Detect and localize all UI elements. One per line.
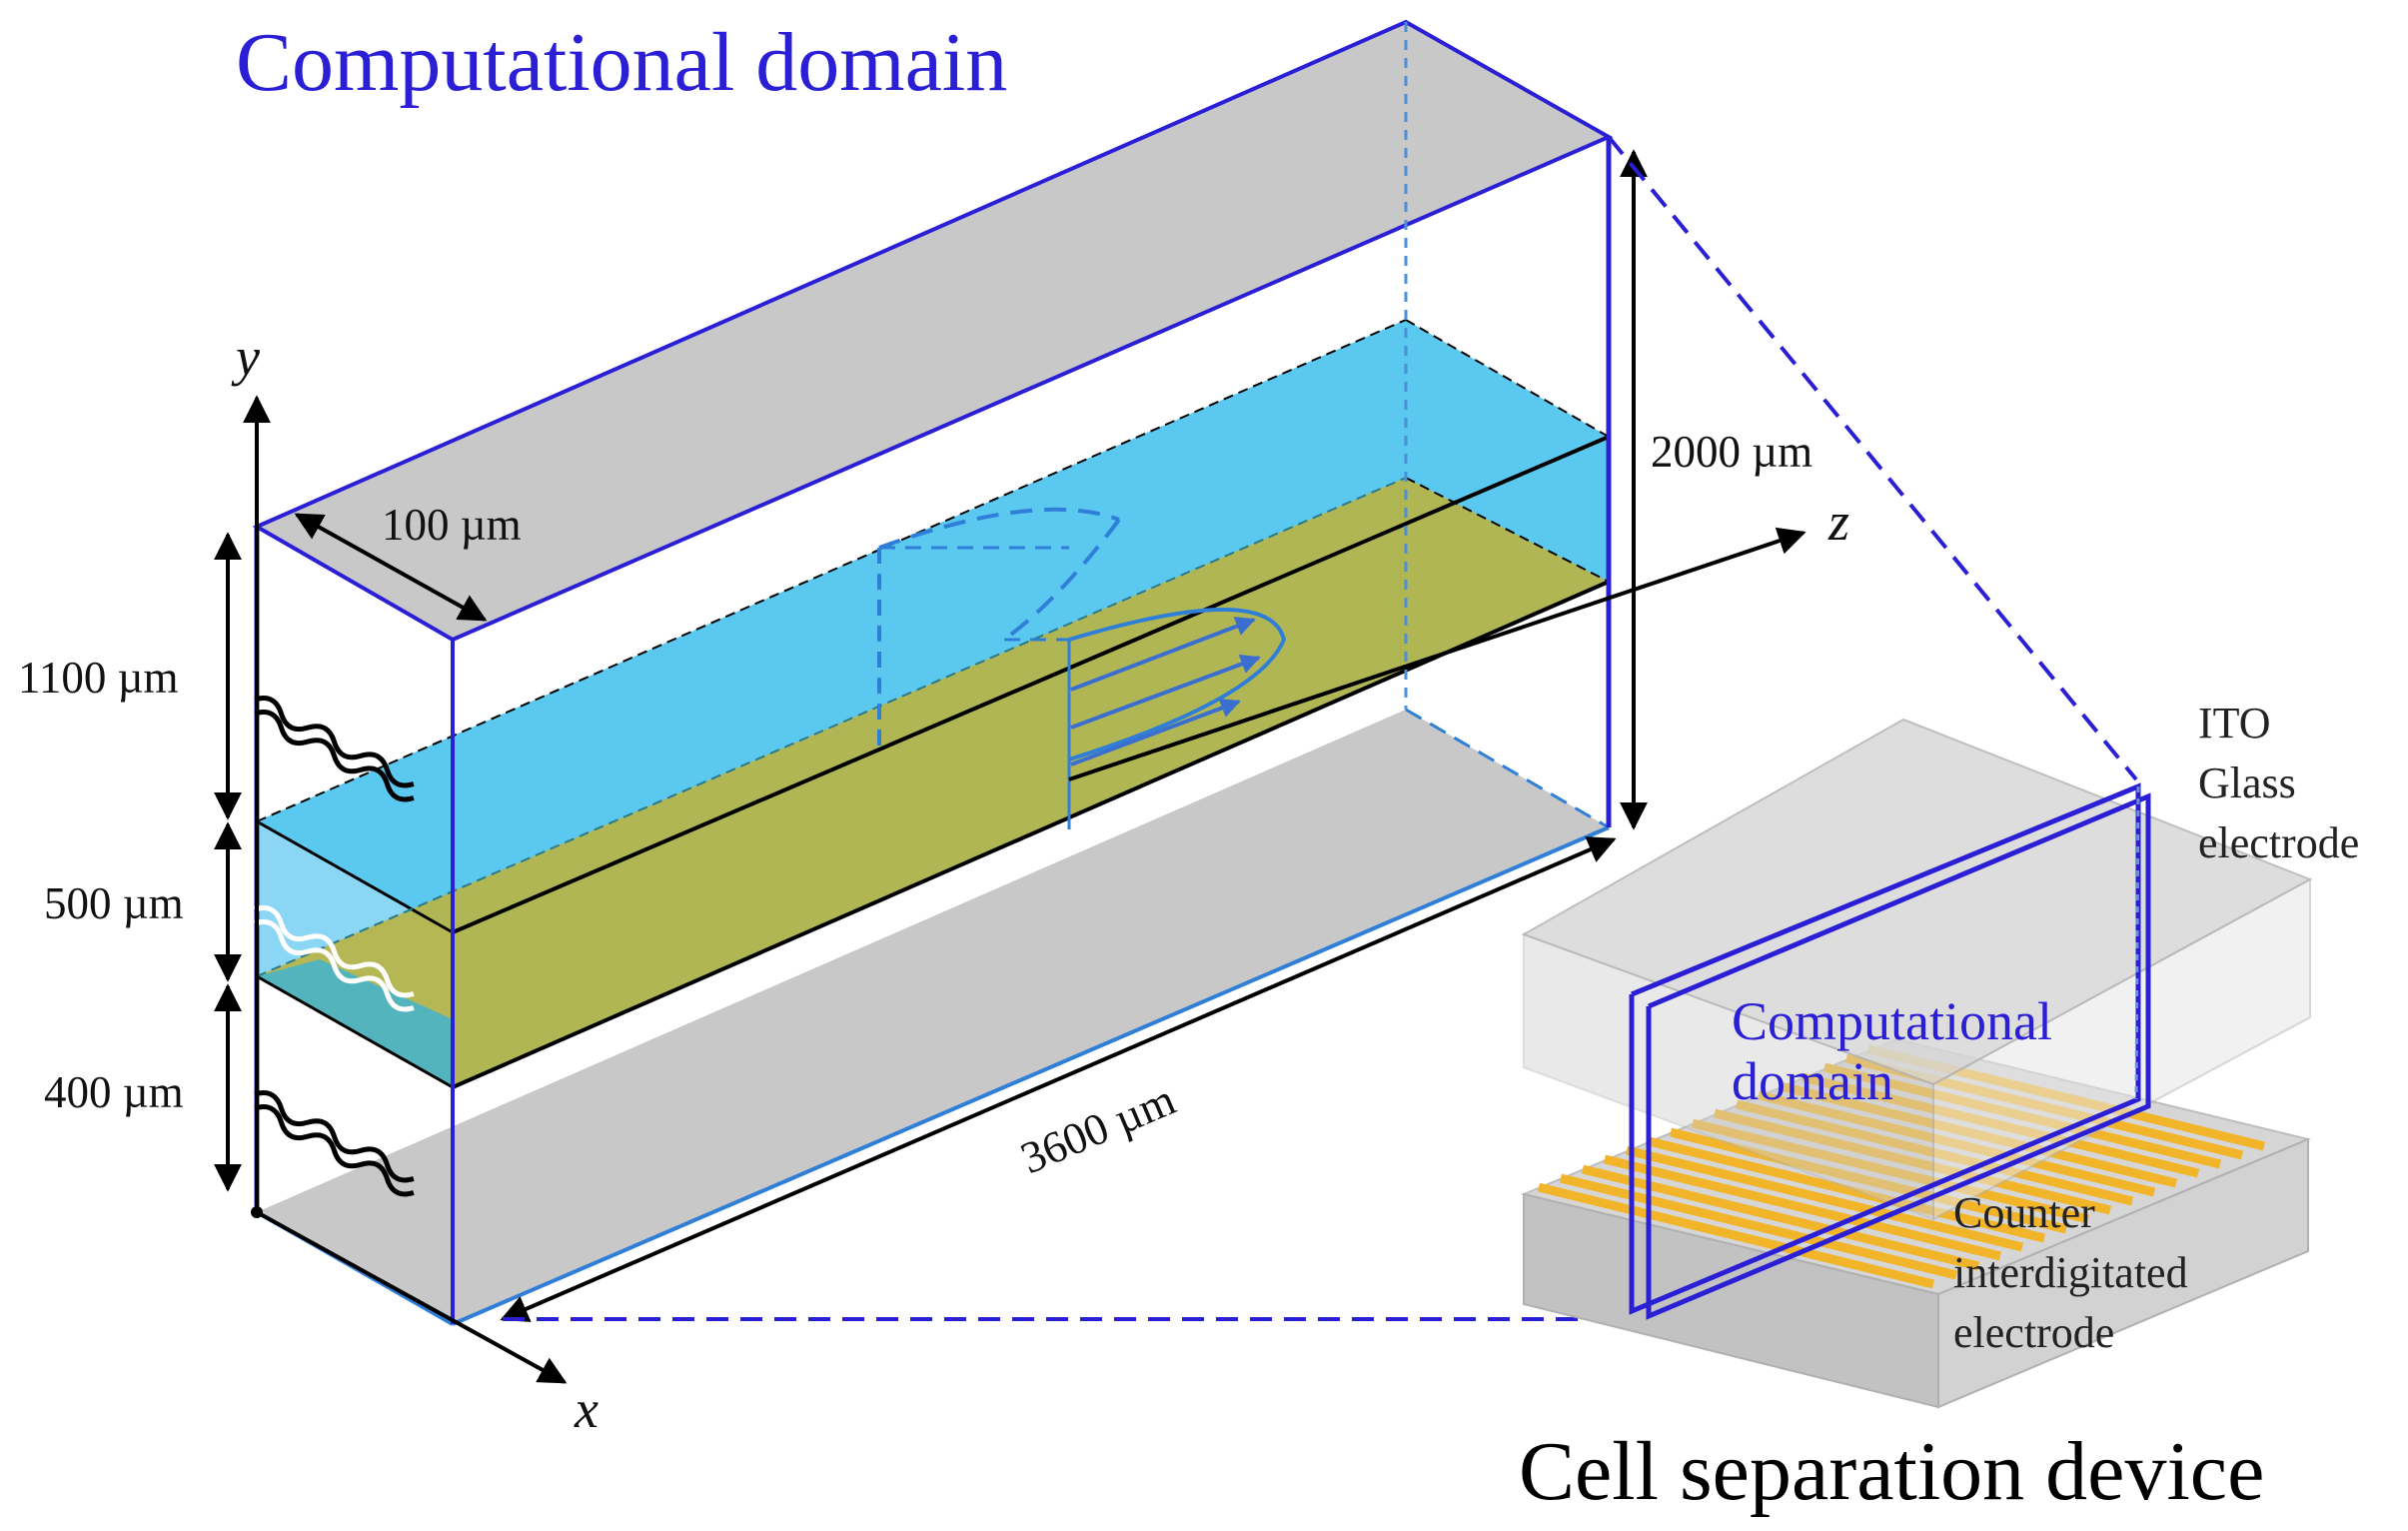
cell-separation-device: Computational domain ITO Glass electrode… xyxy=(1519,699,2359,1518)
counter-label-2: interdigitated xyxy=(1953,1248,2188,1297)
device-domain-label-2: domain xyxy=(1732,1051,1893,1111)
z-axis-label: z xyxy=(1827,492,1849,552)
fluid-top-face xyxy=(257,320,1609,932)
device-domain-label-1: Computational xyxy=(1732,991,2052,1051)
ito-label-2: Glass xyxy=(2198,759,2296,807)
dim-height-label: 2000 µm xyxy=(1651,427,1812,477)
dim-channel-label: 500 µm xyxy=(44,878,184,928)
x-axis-label: x xyxy=(574,1379,599,1439)
ito-label-1: ITO xyxy=(2198,699,2271,748)
dim-length-label: 3600 µm xyxy=(1013,1074,1182,1183)
flow-arrow-icon xyxy=(1070,617,1261,766)
counter-label-3: electrode xyxy=(1953,1308,2114,1357)
ito-label-3: electrode xyxy=(2198,818,2359,867)
zoom-connectors xyxy=(503,135,2138,1321)
velocity-profile xyxy=(877,507,1287,829)
x-axis xyxy=(256,1210,568,1384)
dim-upper-gap-label: 1100 µm xyxy=(18,653,179,703)
dimension-arrow-icon xyxy=(214,149,1648,1322)
wavy-break-icon xyxy=(254,696,415,1197)
coordinate-axes: y z x xyxy=(231,327,1849,1439)
z-axis xyxy=(1068,527,1806,781)
counter-label-1: Counter xyxy=(1953,1188,2095,1237)
dim-lower-gap-label: 400 µm xyxy=(44,1067,184,1117)
device-title: Cell separation device xyxy=(1519,1425,2264,1518)
computational-domain-box xyxy=(252,19,1614,1326)
dim-width-label: 100 µm xyxy=(382,500,522,550)
main-title: Computational domain xyxy=(236,16,1007,109)
electrode-strip-front xyxy=(257,959,453,1087)
y-axis-label: y xyxy=(231,327,260,387)
